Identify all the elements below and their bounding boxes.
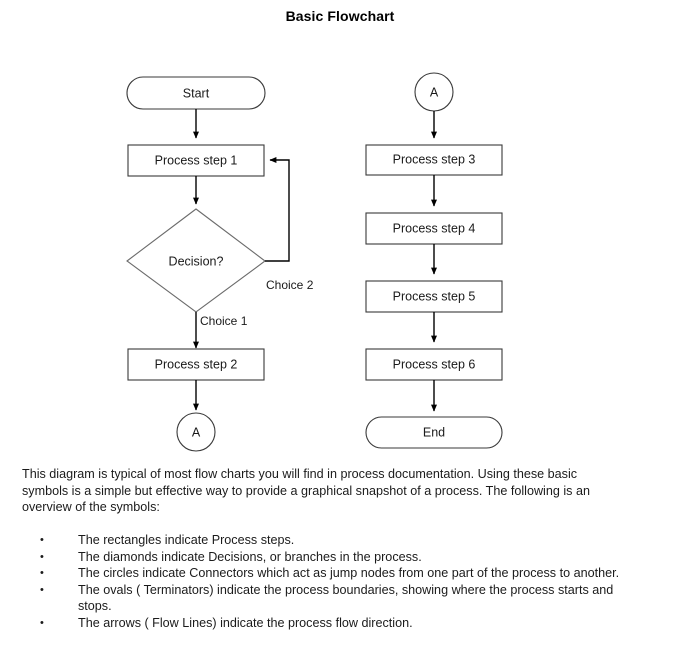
list-item: • The ovals ( Terminators) indicate the …: [22, 582, 642, 615]
list-item-text: The rectangles indicate Process steps.: [78, 533, 295, 547]
node-end-label: End: [423, 425, 445, 439]
node-decision-label: Decision?: [169, 254, 224, 268]
bullet-icon: •: [40, 550, 44, 563]
list-item-text: The circles indicate Connectors which ac…: [78, 566, 620, 580]
node-connector-a-in[interactable]: A: [414, 72, 454, 112]
list-item: • The rectangles indicate Process steps.: [22, 532, 642, 549]
bullet-icon: •: [40, 616, 44, 629]
node-connector-a-out[interactable]: A: [176, 412, 216, 452]
list-item: • The diamonds indicate Decisions, or br…: [22, 549, 642, 566]
list-item-text: The arrows ( Flow Lines) indicate the pr…: [78, 615, 413, 630]
page-title: Basic Flowchart: [285, 8, 395, 24]
node-end[interactable]: End: [365, 416, 503, 449]
node-process-step-6-label: Process step 6: [393, 357, 476, 371]
node-process-step-2[interactable]: Process step 2: [127, 348, 265, 381]
node-process-step-1-label: Process step 1: [155, 153, 238, 167]
list-item-text: The ovals ( Terminators) indicate the pr…: [78, 582, 614, 614]
node-process-step-6[interactable]: Process step 6: [365, 348, 503, 381]
list-item-text: The diamonds indicate Decisions, or bran…: [78, 549, 422, 564]
node-process-step-1[interactable]: Process step 1: [127, 144, 265, 177]
node-connector-a-out-label: A: [192, 425, 201, 439]
node-connector-a-in-label: A: [430, 85, 439, 99]
bullet-icon: •: [40, 534, 44, 546]
description-paragraph: This diagram is typical of most flow cha…: [22, 467, 590, 514]
node-process-step-4[interactable]: Process step 4: [365, 212, 503, 245]
flowchart-diagram: Start Process step 1 Decision? Choice 2 …: [126, 72, 503, 452]
list-item: • The circles indicate Connectors which …: [22, 565, 642, 582]
edge-label-choice-1: Choice 1: [200, 314, 248, 328]
node-start-label: Start: [183, 86, 210, 100]
node-process-step-3-label: Process step 3: [393, 152, 476, 166]
edge-label-choice-2: Choice 2: [266, 278, 314, 292]
list-item: • The arrows ( Flow Lines) indicate the …: [22, 615, 642, 632]
node-process-step-4-label: Process step 4: [393, 221, 476, 235]
node-process-step-5-label: Process step 5: [393, 289, 476, 303]
bullet-icon: •: [40, 583, 44, 596]
node-process-step-3[interactable]: Process step 3: [365, 144, 503, 176]
node-decision[interactable]: Decision?: [126, 208, 266, 313]
node-process-step-5[interactable]: Process step 5: [365, 280, 503, 313]
node-process-step-2-label: Process step 2: [155, 357, 238, 371]
bullet-icon: •: [40, 567, 44, 579]
symbol-legend-list: • The rectangles indicate Process steps.…: [22, 532, 642, 631]
edge-choice2-loop: [265, 157, 290, 262]
node-start[interactable]: Start: [126, 76, 266, 110]
